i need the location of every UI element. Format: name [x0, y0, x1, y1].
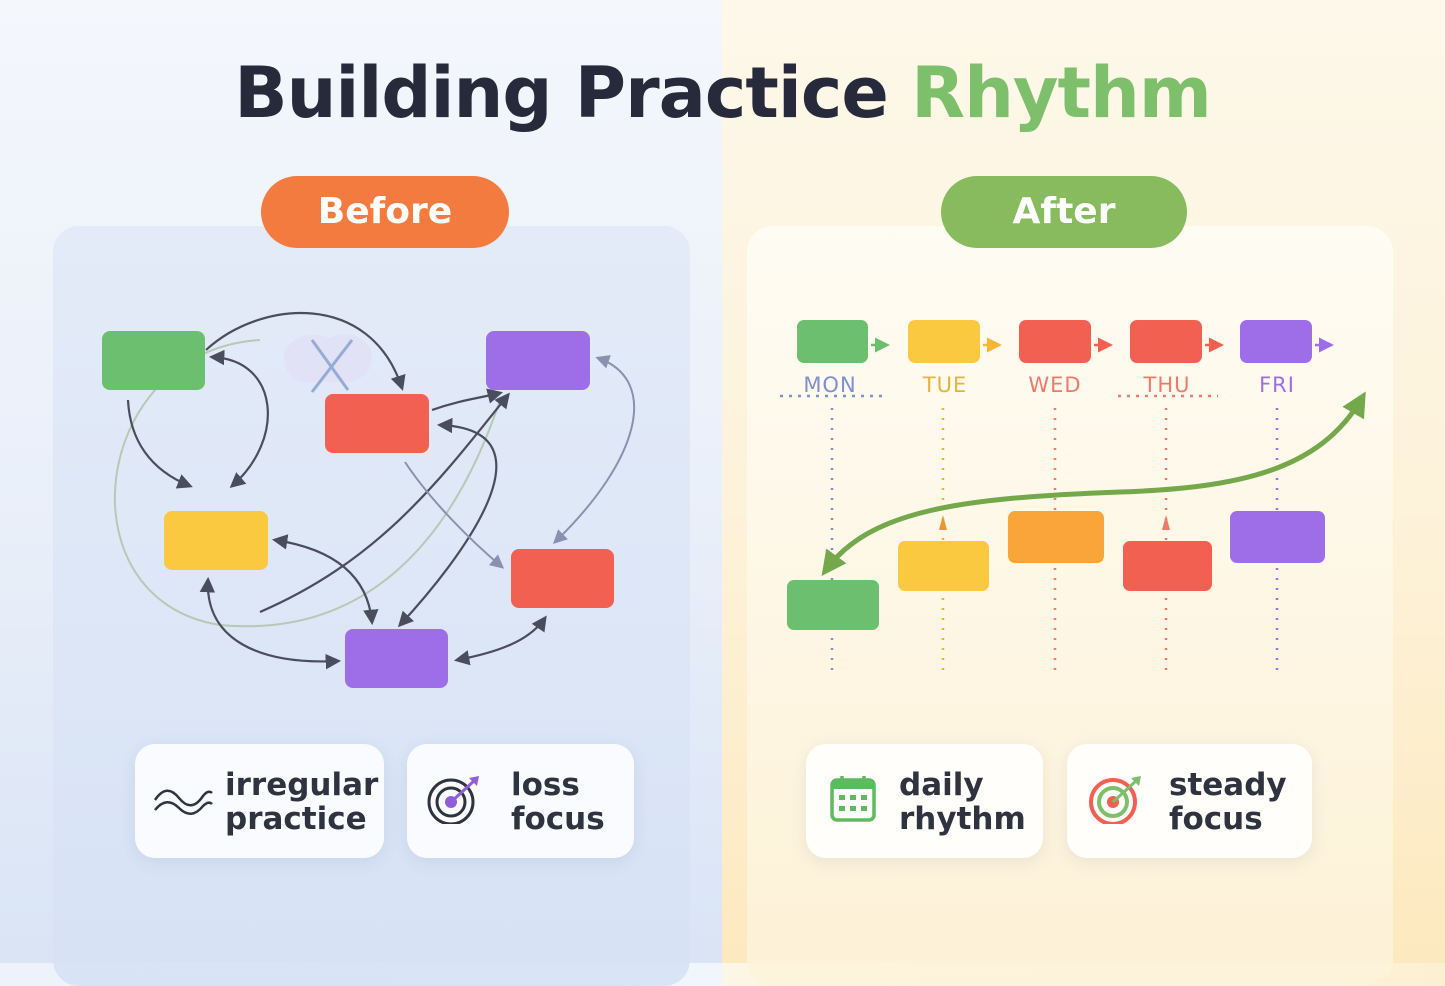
calendar-icon	[830, 776, 876, 822]
node-green	[102, 331, 205, 390]
card-steady-focus: steady focus	[1067, 744, 1312, 858]
step-block-red	[1123, 541, 1212, 591]
day-label-wed: WED	[1028, 373, 1081, 397]
day-label-thu: THU	[1143, 373, 1191, 397]
growth-arrow	[821, 391, 1366, 577]
node-purple-bottom	[345, 629, 448, 688]
card-daily-rhythm: daily rhythm	[806, 744, 1043, 858]
step-block-yellow	[898, 541, 989, 591]
day-label-mon: MON	[803, 373, 856, 397]
day-block-tue	[908, 320, 980, 363]
day-block-mon	[797, 320, 868, 363]
card-line-2: focus	[511, 801, 605, 837]
day-block-fri	[1240, 320, 1312, 363]
day-label-fri: FRI	[1259, 373, 1295, 397]
card-line-1: steady	[1169, 767, 1287, 803]
node-purple-top	[486, 331, 590, 390]
diagram-canvas: MON TUE WED THU FRI	[102, 311, 1366, 688]
page-title: Building Practice Rhythm	[0, 52, 1445, 134]
target-icon	[427, 776, 479, 824]
card-line-1: irregular	[225, 767, 379, 803]
before-badge: Before	[261, 176, 509, 248]
title-main: Building Practice	[234, 52, 889, 134]
after-badge: After	[941, 176, 1187, 248]
step-block-orange	[1008, 511, 1104, 563]
card-line-2: rhythm	[899, 801, 1026, 837]
card-line-2: focus	[1169, 801, 1263, 837]
card-line-2: practice	[225, 801, 367, 837]
target-icon	[1089, 776, 1141, 824]
node-red-top	[325, 394, 429, 453]
title-accent: Rhythm	[911, 52, 1212, 134]
after-timeline: MON TUE WED THU FRI	[780, 320, 1366, 670]
step-block-green	[787, 580, 879, 630]
card-line-1: loss	[511, 767, 580, 803]
day-block-wed	[1019, 320, 1091, 363]
crossed-out-icon	[284, 333, 372, 393]
day-label-tue: TUE	[922, 373, 967, 397]
before-network	[102, 311, 636, 688]
wave-icon	[153, 789, 213, 815]
card-irregular-practice: irregular practice	[135, 744, 384, 858]
node-yellow	[164, 511, 268, 570]
card-line-1: daily	[899, 767, 984, 803]
day-block-thu	[1130, 320, 1202, 363]
card-loss-focus: loss focus	[407, 744, 634, 858]
step-block-purple	[1230, 511, 1325, 563]
node-red-right	[511, 549, 614, 608]
